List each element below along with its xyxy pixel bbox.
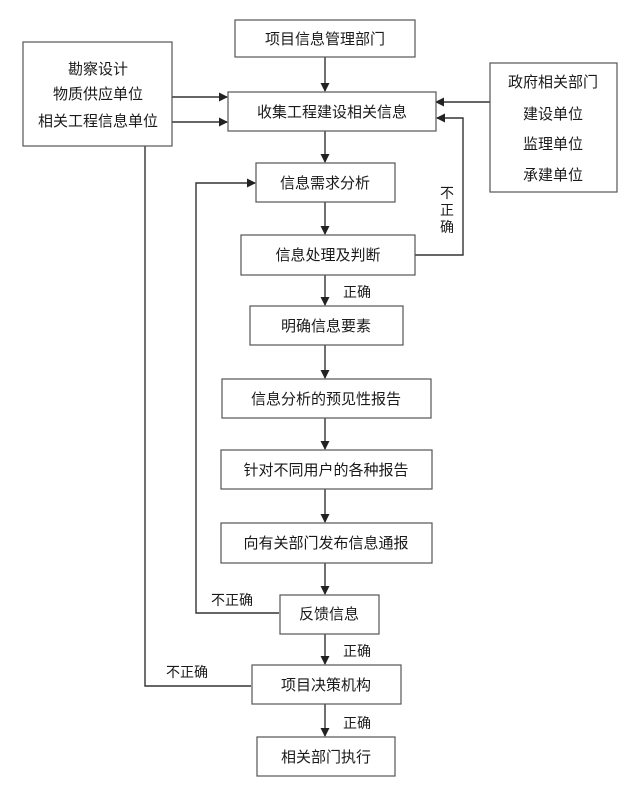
step-label: 项目决策机构 — [281, 676, 371, 694]
step-publish-notice: 向有关部门发布信息通报 — [220, 522, 433, 564]
label-correct-1: 正确 — [343, 285, 371, 301]
right-source-government: 政府相关部门 — [508, 73, 598, 91]
step-feedback: 反馈信息 — [279, 594, 380, 635]
label-incorrect-vertical: 不 正 确 — [440, 186, 454, 236]
step-collect-info: 收集工程建设相关信息 — [227, 91, 437, 132]
step-label: 向有关部门发布信息通报 — [243, 534, 408, 552]
label-char-1: 不 — [440, 186, 454, 202]
loop-feedback-incorrect — [195, 178, 279, 614]
label-incorrect-feedback: 不正确 — [211, 593, 253, 609]
label-correct-2: 正确 — [343, 644, 371, 660]
step-label: 相关部门执行 — [281, 748, 371, 766]
step-label: 收集工程建设相关信息 — [257, 103, 407, 121]
step-label: 信息处理及判断 — [275, 246, 380, 264]
step-label: 项目信息管理部门 — [265, 30, 385, 48]
label-char-3: 确 — [440, 220, 454, 236]
right-source-contractor: 承建单位 — [523, 166, 583, 184]
step-predictive-report: 信息分析的预见性报告 — [221, 378, 432, 419]
step-label: 信息需求分析 — [280, 174, 370, 192]
left-source-supply: 物质供应单位 — [53, 85, 143, 103]
right-source-owner: 建设单位 — [523, 105, 583, 123]
step-demand-analysis: 信息需求分析 — [255, 162, 396, 203]
left-source-related-info: 相关工程信息单位 — [38, 112, 158, 130]
step-decision-body: 项目决策机构 — [251, 664, 402, 705]
label-correct-3: 正确 — [343, 716, 371, 732]
step-project-info-dept: 项目信息管理部门 — [234, 19, 416, 58]
step-label: 信息分析的预见性报告 — [251, 390, 401, 408]
left-source-survey: 勘察设计 — [68, 60, 128, 78]
step-label: 反馈信息 — [299, 605, 359, 623]
step-process-judge: 信息处理及判断 — [240, 234, 416, 276]
loop-decision-incorrect — [144, 117, 251, 687]
step-label: 针对不同用户的各种报告 — [243, 461, 408, 479]
loop-process-incorrect — [415, 113, 464, 256]
connectors — [144, 57, 490, 737]
step-clarify-elements: 明确信息要素 — [249, 305, 404, 346]
right-sources-box: 政府相关部门 建设单位 监理单位 承建单位 — [489, 62, 618, 193]
label-incorrect-decision: 不正确 — [166, 665, 208, 681]
step-user-reports: 针对不同用户的各种报告 — [220, 449, 433, 490]
left-sources-box: 勘察设计 物质供应单位 相关工程信息单位 — [22, 41, 173, 147]
right-source-supervisor: 监理单位 — [523, 135, 583, 153]
step-dept-execute: 相关部门执行 — [256, 736, 396, 777]
label-char-2: 正 — [440, 203, 454, 219]
step-label: 明确信息要素 — [281, 317, 371, 335]
